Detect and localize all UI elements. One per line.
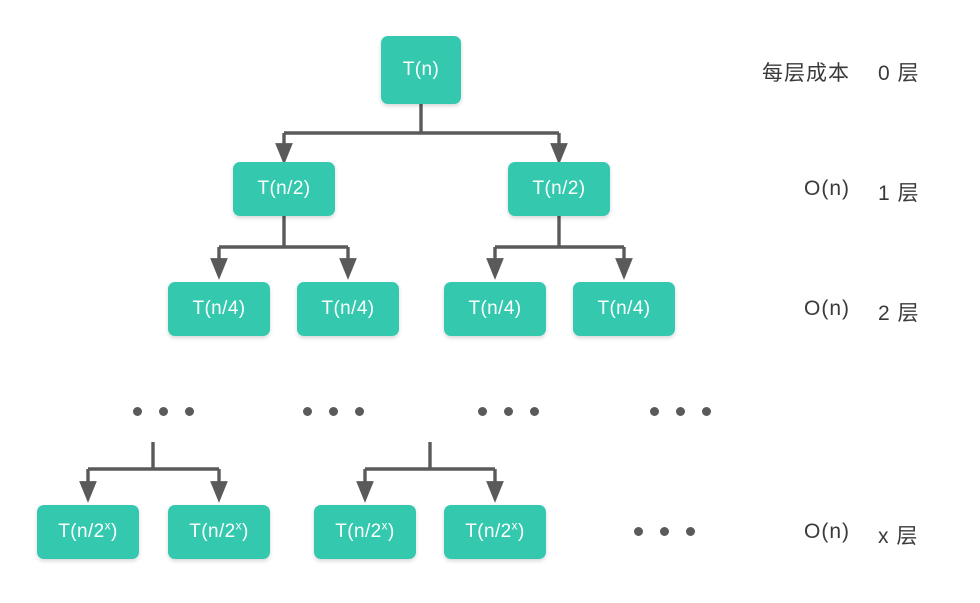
ellipsis-dot	[478, 407, 487, 416]
node-levelx-c-exponent: x	[381, 519, 388, 533]
cost-label-row-0: 每层成本	[720, 57, 850, 87]
node-levelx-c[interactable]: T(n/2x)	[314, 505, 416, 559]
cost-text-level1: O(n)	[804, 177, 850, 200]
cost-text-levelx: O(n)	[804, 520, 850, 543]
level-label-row-2: 2 层	[878, 297, 920, 327]
node-levelx-b-close: )	[241, 521, 249, 542]
ellipsis-dot	[676, 407, 685, 416]
node-level2-a[interactable]: T(n/4)	[168, 282, 270, 336]
ellipsis-dot	[504, 407, 513, 416]
cost-label-row-2: O(n)	[720, 297, 850, 321]
ellipsis-dot	[303, 407, 312, 416]
ellipsis-dot	[133, 407, 142, 416]
ellipsis-dot	[702, 407, 711, 416]
node-levelx-c-close: )	[387, 521, 395, 542]
ellipsis-dot	[185, 407, 194, 416]
ellipsis-dot	[660, 527, 669, 536]
node-levelx-d-base: T(n/2	[465, 521, 512, 542]
ellipsis-dot	[686, 527, 695, 536]
node-levelx-d-exponent: x	[511, 519, 518, 533]
ellipsis-group-2	[303, 407, 364, 416]
node-level2-c[interactable]: T(n/4)	[444, 282, 546, 336]
level-label-row-0: 0 层	[878, 57, 920, 87]
node-level2-c-label: T(n/4)	[468, 298, 522, 319]
ellipsis-dot	[634, 527, 643, 536]
node-levelx-d-label: T(n/2x)	[465, 519, 525, 543]
node-level2-d[interactable]: T(n/4)	[573, 282, 675, 336]
node-level1-left-label: T(n/2)	[257, 178, 311, 199]
node-levelx-b[interactable]: T(n/2x)	[168, 505, 270, 559]
node-level1-right-label: T(n/2)	[532, 178, 586, 199]
cost-label-row-x: O(n)	[720, 520, 850, 544]
ellipsis-dot	[355, 407, 364, 416]
node-level2-b-label: T(n/4)	[321, 298, 375, 319]
ellipsis-dot	[530, 407, 539, 416]
ellipsis-group-3	[478, 407, 539, 416]
cost-label-row-1: O(n)	[720, 177, 850, 201]
level-text-level1: 1 层	[878, 182, 920, 205]
node-levelx-d[interactable]: T(n/2x)	[444, 505, 546, 559]
node-root[interactable]: T(n)	[381, 36, 461, 104]
ellipsis-dot	[329, 407, 338, 416]
node-levelx-b-base: T(n/2	[189, 521, 236, 542]
node-levelx-a-label: T(n/2x)	[58, 519, 118, 543]
node-level2-b[interactable]: T(n/4)	[297, 282, 399, 336]
node-level2-a-label: T(n/4)	[192, 298, 246, 319]
node-level2-d-label: T(n/4)	[597, 298, 651, 319]
node-levelx-c-label: T(n/2x)	[335, 519, 395, 543]
node-levelx-d-close: )	[517, 521, 525, 542]
level-label-row-x: x 层	[878, 520, 918, 550]
level-text-level2: 2 层	[878, 302, 920, 325]
ellipsis-dot	[650, 407, 659, 416]
node-levelx-a-close: )	[110, 521, 118, 542]
node-level1-right[interactable]: T(n/2)	[508, 162, 610, 216]
ellipsis-group-1	[133, 407, 194, 416]
node-levelx-a[interactable]: T(n/2x)	[37, 505, 139, 559]
level-header-text: 0 层	[878, 62, 920, 85]
cost-header-text: 每层成本	[762, 62, 850, 85]
node-levelx-c-base: T(n/2	[335, 521, 382, 542]
node-levelx-b-exponent: x	[235, 519, 242, 533]
node-level1-left[interactable]: T(n/2)	[233, 162, 335, 216]
level-text-levelx: x 层	[878, 525, 919, 548]
level-label-row-1: 1 层	[878, 177, 920, 207]
ellipsis-group-4	[650, 407, 711, 416]
node-levelx-a-base: T(n/2	[58, 521, 105, 542]
ellipsis-group-bottom	[634, 527, 695, 536]
cost-text-level2: O(n)	[804, 297, 850, 320]
node-levelx-b-label: T(n/2x)	[189, 519, 249, 543]
ellipsis-dot	[159, 407, 168, 416]
node-root-label: T(n)	[402, 59, 440, 80]
node-levelx-a-exponent: x	[104, 519, 111, 533]
